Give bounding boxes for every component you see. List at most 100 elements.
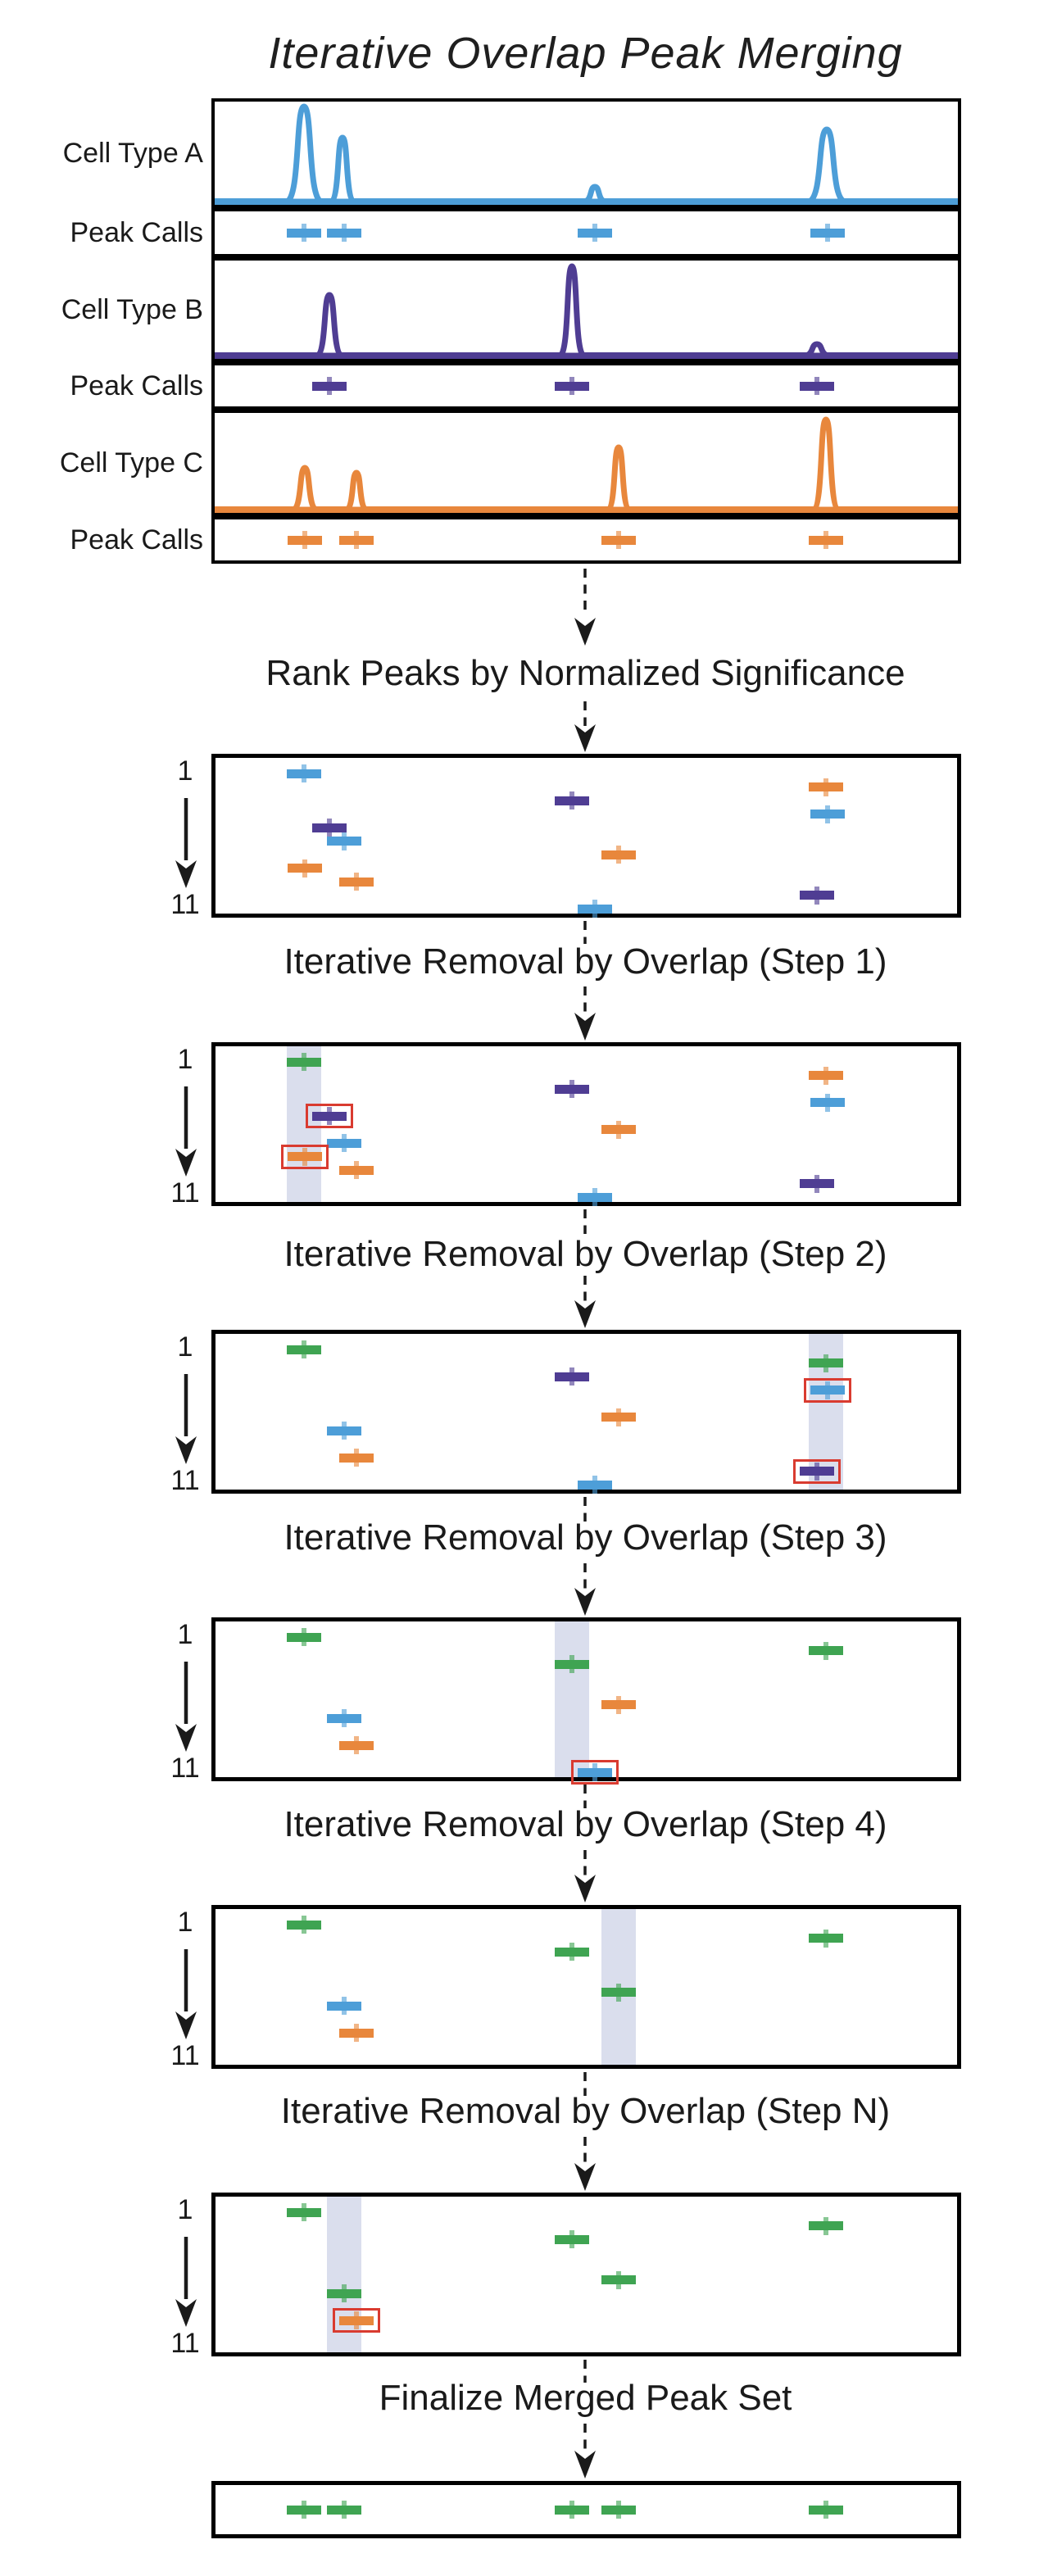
arrowhead-icon <box>175 1724 197 1752</box>
peak-interval-bar <box>287 769 321 778</box>
peak-interval-bar <box>555 1084 589 1094</box>
rank-order-arrow <box>175 1086 197 1177</box>
peak-calls-box-b <box>211 362 961 410</box>
peak-interval-bar <box>339 877 374 887</box>
rank-box <box>211 754 961 918</box>
peak-interval-bar <box>288 535 322 545</box>
arrowhead-icon <box>175 1436 197 1464</box>
rank-axis-top-label: 1 <box>177 1331 193 1363</box>
peak-interval-bar <box>288 1152 322 1161</box>
arrowhead-icon <box>175 2299 197 2327</box>
peak-interval-bar <box>339 1453 374 1463</box>
peak-interval-bar <box>578 1192 612 1202</box>
peak-interval-bar <box>287 2505 321 2515</box>
step-3-box <box>211 1617 961 1785</box>
peak-interval-bar <box>810 228 845 238</box>
signal-peak <box>801 341 833 359</box>
signal-curve-c <box>215 416 958 513</box>
rank-order-arrow <box>175 1949 197 2039</box>
peak-interval-bar <box>339 2315 374 2325</box>
removal-marker-box <box>793 1458 841 1484</box>
peak-interval-bar <box>810 1098 845 1107</box>
peak-interval-bar <box>800 891 834 900</box>
peak-interval-bar <box>809 782 843 791</box>
peak-interval-bar <box>555 1659 589 1669</box>
peak-interval-bar <box>555 2505 589 2515</box>
peak-interval-bar <box>555 796 589 805</box>
signal-peak <box>283 103 325 205</box>
merged-peak-highlight-band <box>287 1046 321 1202</box>
step-1-box <box>211 1042 961 1206</box>
flow-arrow-into-step4-box <box>574 1850 596 1903</box>
arrowhead-icon <box>175 1149 197 1177</box>
flow-dash-rank-to-step1-label <box>583 921 587 944</box>
peak-interval-bar <box>601 1700 636 1709</box>
merged-peak-highlight-band <box>555 1621 589 1777</box>
flow-dash-step3-to-step4-label <box>583 1785 587 1808</box>
rank-axis-top-label: 1 <box>177 755 193 787</box>
peak-interval-bar <box>809 1934 843 1943</box>
peak-interval-bar <box>800 381 834 391</box>
removal-marker-box <box>333 2308 380 2333</box>
removal-marker-box <box>306 1104 353 1128</box>
step-N-box <box>211 2193 961 2356</box>
rank-axis-bottom-label: 11 <box>170 2040 200 2071</box>
signal-track-box-b <box>211 257 961 362</box>
track-label-peak-calls-a: Peak Calls <box>70 217 203 248</box>
peak-interval-bar <box>578 904 612 914</box>
flow-dash-step4-to-stepN-label <box>583 2072 587 2096</box>
flow-arrow-into-step2-box <box>574 1276 596 1328</box>
arrowhead-icon <box>175 2011 197 2039</box>
peak-interval-bar <box>287 1345 321 1354</box>
peak-interval-bar <box>287 228 321 238</box>
rank-order-arrow <box>175 1662 197 1752</box>
signal-peak <box>805 126 849 205</box>
final-merged-peak-set-box <box>211 2481 961 2538</box>
flow-arrow-into-stepN-box <box>574 2137 596 2191</box>
signal-peak <box>810 416 842 513</box>
peak-interval-bar <box>339 1165 374 1175</box>
peak-interval-bar <box>601 1125 636 1134</box>
signal-peak <box>327 134 358 205</box>
rank-axis-bottom-label: 11 <box>170 1177 200 1209</box>
peak-interval-bar <box>555 2234 589 2244</box>
arrowhead-icon <box>175 860 197 888</box>
peak-interval-bar <box>601 535 636 545</box>
flow-dash-step2-to-step3-label <box>583 1497 587 1522</box>
signal-curve-a <box>215 103 958 205</box>
peak-interval-bar <box>287 1632 321 1642</box>
flow-arrow-into-rank-box <box>574 701 596 752</box>
peak-interval-bar <box>578 1480 612 1490</box>
flow-arrow-into-step1-box <box>574 986 596 1041</box>
peak-calls-box-c <box>211 516 961 564</box>
peak-interval-bar <box>800 1179 834 1188</box>
flow-arrow-tracks-to-rank-label <box>574 569 596 646</box>
rank-axis-top-label: 1 <box>177 1044 193 1075</box>
label-step-n: Iterative Removal by Overlap (Step N) <box>280 2091 891 2131</box>
track-label-peak-calls-b: Peak Calls <box>70 370 203 401</box>
rank-axis-bottom-label: 11 <box>170 2328 200 2359</box>
track-label-cell-type-b: Cell Type B <box>61 294 203 325</box>
signal-track-box-a <box>211 98 961 208</box>
arrowhead-icon <box>574 1875 596 1903</box>
peak-interval-bar <box>327 2001 361 2011</box>
peak-interval-bar <box>601 2275 636 2284</box>
peak-interval-bar <box>601 1988 636 1997</box>
peak-interval-bar <box>555 381 589 391</box>
peak-interval-bar <box>339 535 374 545</box>
arrowhead-icon <box>574 1013 596 1041</box>
rank-order-arrow <box>175 1374 197 1464</box>
peak-interval-bar <box>578 228 612 238</box>
signal-peak <box>556 263 588 359</box>
arrowhead-icon <box>574 724 596 752</box>
peak-interval-bar <box>327 1426 361 1435</box>
rank-axis-top-label: 1 <box>177 1619 193 1650</box>
signal-curve-b <box>215 263 958 359</box>
arrowhead-icon <box>574 2451 596 2478</box>
peak-interval-bar <box>287 1057 321 1067</box>
rank-axis-top-label: 1 <box>177 1907 193 1938</box>
peak-interval-bar <box>339 1740 374 1750</box>
peak-interval-bar <box>327 2505 361 2515</box>
signal-peak <box>343 469 370 513</box>
